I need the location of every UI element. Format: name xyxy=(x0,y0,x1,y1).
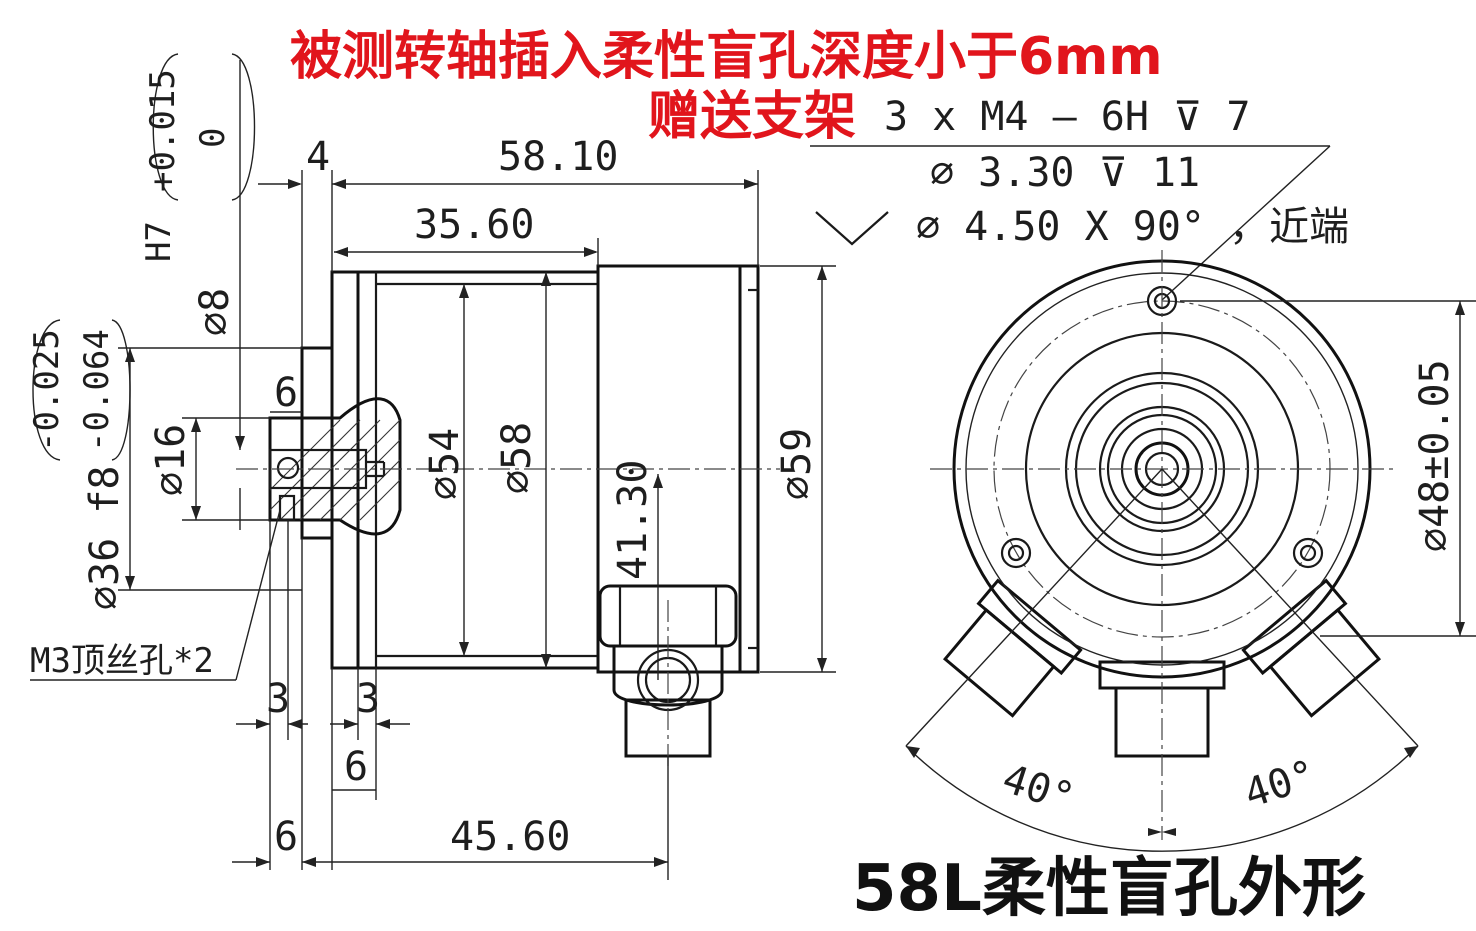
callout-thread: 3 x M4 – 6H ⊽ 7 xyxy=(884,94,1250,140)
setscrew-hole-icon xyxy=(276,456,300,480)
dim-6-top: 6 xyxy=(274,370,298,416)
dim-dia-8: ⌀8 xyxy=(192,288,238,336)
note-bracket-gift: 赠送支架 xyxy=(648,87,856,147)
dim-45-60: 45.60 xyxy=(450,814,570,860)
angle-right: 40° xyxy=(1239,751,1322,817)
tol-h7: H7 xyxy=(139,221,179,262)
note-insert-depth: 被测转轴插入柔性盲孔深度小于6mm xyxy=(290,27,1163,87)
angle-left: 40° xyxy=(997,756,1080,822)
drawing-title: 58L柔性盲孔外形 xyxy=(852,852,1366,926)
connector-right-base xyxy=(1241,578,1348,676)
callout-drill: ⌀ 3.30 ⊽ 11 xyxy=(930,150,1200,196)
dim-flange-4: 4 xyxy=(306,134,330,180)
mount-hole-left-icon xyxy=(1000,537,1032,569)
dim-41-30: 41.30 xyxy=(610,460,656,580)
connector-left-base xyxy=(976,578,1083,676)
mount-hole-right-icon xyxy=(1292,537,1324,569)
tol-h7-upper: +0.015 xyxy=(143,69,183,192)
mount-flange xyxy=(330,270,360,670)
dim-dia-54: ⌀54 xyxy=(422,428,468,500)
side-dimensions: 58.10 4 35.60 ⌀54 ⌀58 ⌀59 41.30 ⌀8 H7 xyxy=(27,53,836,880)
dim-58-10: 58.10 xyxy=(498,134,618,180)
front-view xyxy=(930,250,1396,840)
dim-dia-59: ⌀59 xyxy=(774,428,820,500)
callout-chamfer: ⌀ 4.50 X 90° ，近端 xyxy=(916,204,1349,250)
dim-6-bottom: 6 xyxy=(274,814,298,860)
tol-h7-lower: 0 xyxy=(193,128,233,148)
dim-6-mid: 6 xyxy=(344,744,368,790)
tol-f8-lower: -0.064 xyxy=(77,329,117,452)
connector-right-body xyxy=(1268,607,1382,718)
setscrew-thread xyxy=(278,494,296,522)
encoder-body-front xyxy=(356,270,600,670)
dim-3-right: 3 xyxy=(356,676,380,722)
label-setscrew: M3顶丝孔*2 xyxy=(30,641,214,681)
tol-f8-upper: -0.025 xyxy=(27,329,67,452)
dim-dia-48: ⌀48±0.05 xyxy=(1412,359,1458,552)
connector-left-body xyxy=(942,607,1056,718)
dim-3-left: 3 xyxy=(266,676,290,722)
angle-arc xyxy=(905,745,1419,852)
front-dimensions: ⌀48±0.05 40° 40° xyxy=(905,300,1476,852)
connector-neck xyxy=(612,644,724,707)
dim-dia-16: ⌀16 xyxy=(148,424,194,496)
side-view xyxy=(236,264,780,770)
hub-section xyxy=(268,397,402,536)
dim-35-60: 35.60 xyxy=(414,202,534,248)
dim-dia-36-f8: ⌀36 f8 xyxy=(82,466,128,611)
countersink-icon xyxy=(815,211,889,246)
dim-dia-58: ⌀58 xyxy=(494,422,540,494)
